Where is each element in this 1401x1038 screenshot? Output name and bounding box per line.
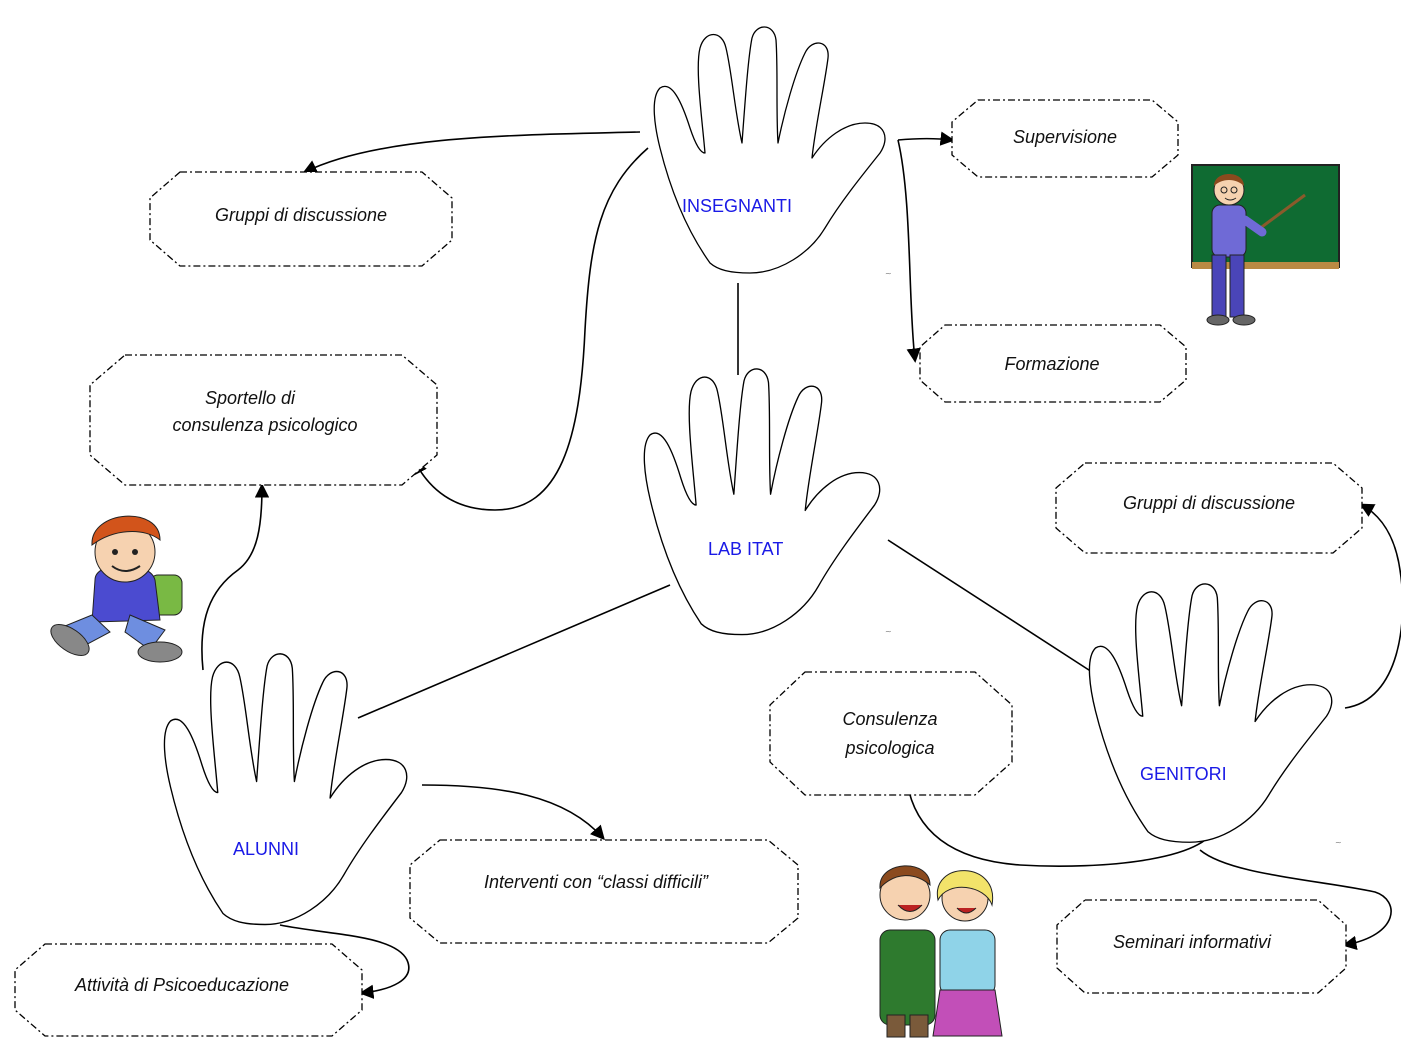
connections xyxy=(201,131,1401,999)
box-seminari: Seminari informativi xyxy=(1056,899,1347,994)
tiny-mark: ~ xyxy=(885,269,892,278)
box-text-consulenza-1: Consulenza xyxy=(842,709,937,729)
hand-lab-itat xyxy=(643,368,881,636)
box-text-sportello-2: consulenza psicologico xyxy=(172,415,357,435)
box-text-consulenza-2: psicologica xyxy=(844,738,934,758)
hand-alunni xyxy=(163,653,408,926)
box-supervisione: Supervisione xyxy=(951,99,1179,178)
box-text-gruppi-genitori: Gruppi di discussione xyxy=(1123,493,1295,513)
box-gruppi-genitori: Gruppi di discussione xyxy=(1055,462,1363,554)
box-text-attivita: Attività di Psicoeducazione xyxy=(74,975,289,995)
couple-illustration xyxy=(879,865,1003,1038)
tiny-mark: ~ xyxy=(885,627,892,636)
box-text-seminari: Seminari informativi xyxy=(1113,932,1272,952)
box-attivita: Attività di Psicoeducazione xyxy=(14,943,363,1037)
box-interventi: Interventi con “classi difficili” xyxy=(409,839,799,944)
hand-label-genitori: GENITORI xyxy=(1140,764,1227,784)
box-text-supervisione: Supervisione xyxy=(1013,127,1117,147)
hand-genitori xyxy=(1088,583,1333,843)
box-text-gruppi-insegnanti: Gruppi di discussione xyxy=(215,205,387,225)
hand-insegnanti: INSEGNANTI xyxy=(653,26,886,274)
tiny-mark: ~ xyxy=(1335,838,1342,847)
hand-label-lab-itat: LAB ITAT xyxy=(708,539,783,559)
box-consulenza: Consulenza psicologica xyxy=(769,671,1013,796)
hand-label-insegnanti: INSEGNANTI xyxy=(682,196,792,216)
schoolboy-illustration xyxy=(50,515,183,663)
box-text-formazione: Formazione xyxy=(1004,354,1099,374)
box-sportello: Sportello di consulenza psicologico xyxy=(89,354,438,486)
hand-label-alunni: ALUNNI xyxy=(233,839,299,859)
box-text-interventi: Interventi con “classi difficili” xyxy=(484,872,709,892)
teacher-chalkboard-illustration xyxy=(1191,164,1340,326)
box-formazione: Formazione xyxy=(919,324,1187,403)
box-text-sportello-1: Sportello di xyxy=(205,388,296,408)
box-gruppi-insegnanti: Gruppi di discussione xyxy=(149,171,453,267)
